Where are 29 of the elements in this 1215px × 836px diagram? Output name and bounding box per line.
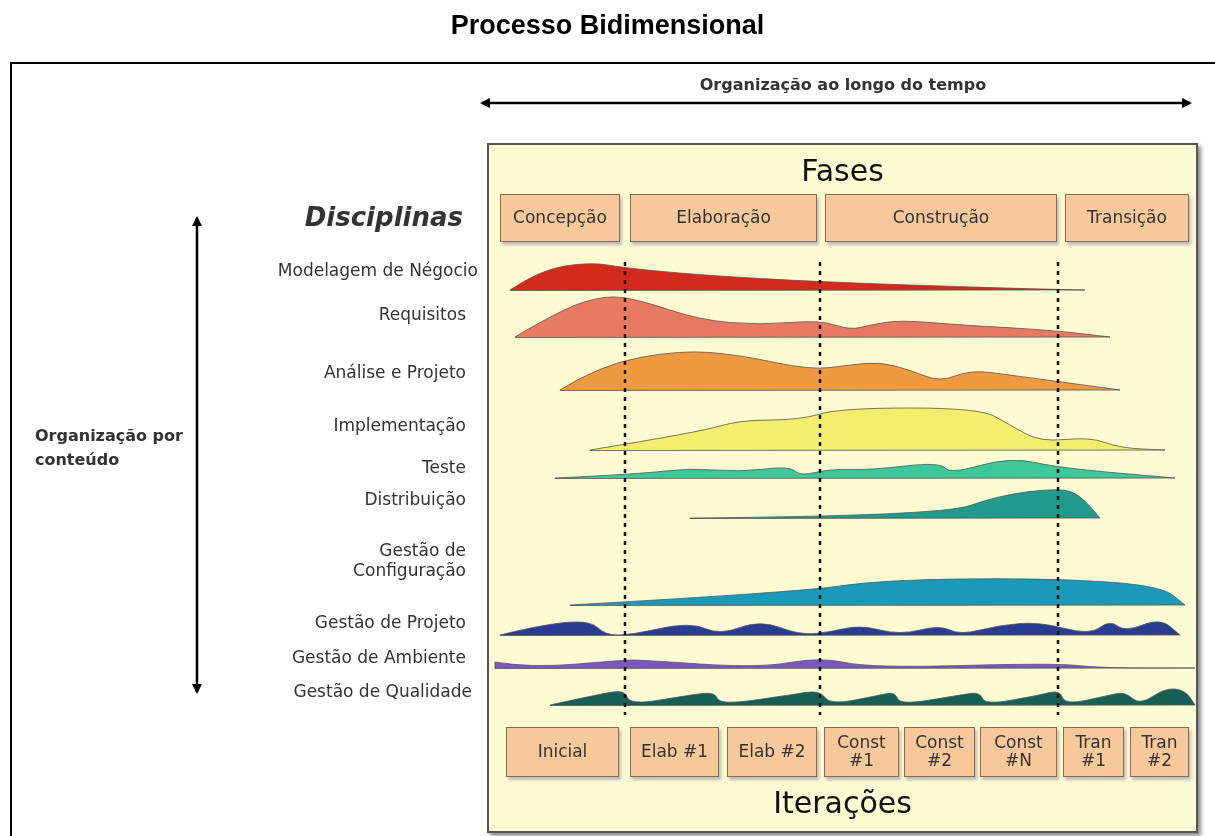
discipline-label: Implementação — [333, 415, 466, 435]
iteration-box: Tran #1 — [1063, 727, 1124, 777]
iteration-box: Const #1 — [824, 727, 899, 777]
column-heading: Disciplinas — [304, 202, 463, 232]
discipline-label: Requisitos — [378, 304, 466, 324]
discipline-label: Gestão de Configuração — [352, 540, 466, 580]
panel — [487, 143, 1198, 833]
title: Processo Bidimensional — [449, 10, 766, 41]
axis-label: Organização por conteúdo — [35, 425, 184, 471]
iteration-box: Const #N — [980, 727, 1057, 777]
discipline-label: Distribuição — [364, 489, 466, 509]
phase-box: Concepção — [500, 194, 620, 242]
iteration-box: Inicial — [506, 727, 619, 777]
axis-label: Organização ao longo do tempo — [698, 75, 988, 94]
iteration-box: Elab #2 — [727, 727, 817, 777]
discipline-label: Análise e Projeto — [323, 362, 466, 382]
iteration-box: Tran #2 — [1130, 727, 1189, 777]
discipline-label: Gestão de Projeto — [314, 612, 466, 632]
discipline-label: Teste — [422, 457, 466, 477]
discipline-label: Gestão de Ambiente — [291, 647, 466, 667]
phase-box: Construção — [825, 194, 1057, 242]
panel-footer: Iterações — [489, 785, 1196, 820]
phase-box: Transição — [1065, 194, 1189, 242]
discipline-label: Modelagem de Négocio — [277, 260, 478, 280]
panel-heading: Fases — [800, 153, 885, 188]
iteration-box: Const #2 — [904, 727, 975, 777]
discipline-label: Gestão de Qualidade — [293, 681, 472, 701]
phase-box: Elaboração — [630, 194, 817, 242]
iteration-box: Elab #1 — [630, 727, 719, 777]
